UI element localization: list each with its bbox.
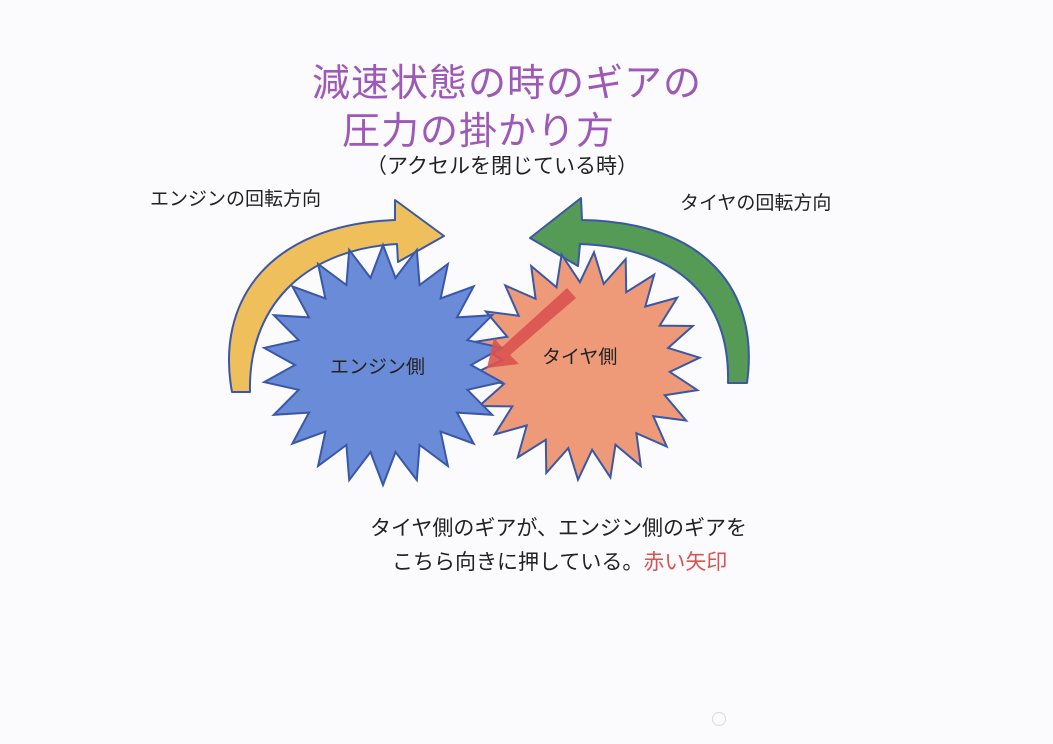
caption-line-1: タイヤ側のギアが、エンジン側のギアを [370, 516, 747, 540]
engine-side-label: エンジン側 [330, 356, 426, 378]
tire-side-label: タイヤ側 [542, 346, 618, 368]
engine-rotation-label: エンジンの回転方向 [150, 188, 322, 210]
tire-side-gear [469, 249, 703, 483]
title-line-2: 圧力の掛かり方 [342, 109, 616, 153]
tire-rotation-label: タイヤの回転方向 [680, 192, 832, 214]
paper-mark [712, 712, 726, 726]
engine-side-gear [261, 242, 505, 488]
engine-rotation-arrow [227, 199, 445, 393]
subtitle: （アクセルを閉じている時） [366, 154, 638, 178]
push-force-arrow [487, 288, 576, 368]
title-line-1: 減速状態の時のギアの [312, 61, 703, 105]
tire-rotation-arrow [529, 197, 750, 384]
caption-text: こちら向きに押している。 [392, 550, 644, 574]
caption-line-2: こちら向きに押している。赤い矢印 [392, 546, 727, 576]
caption-highlight: 赤い矢印 [643, 550, 728, 574]
